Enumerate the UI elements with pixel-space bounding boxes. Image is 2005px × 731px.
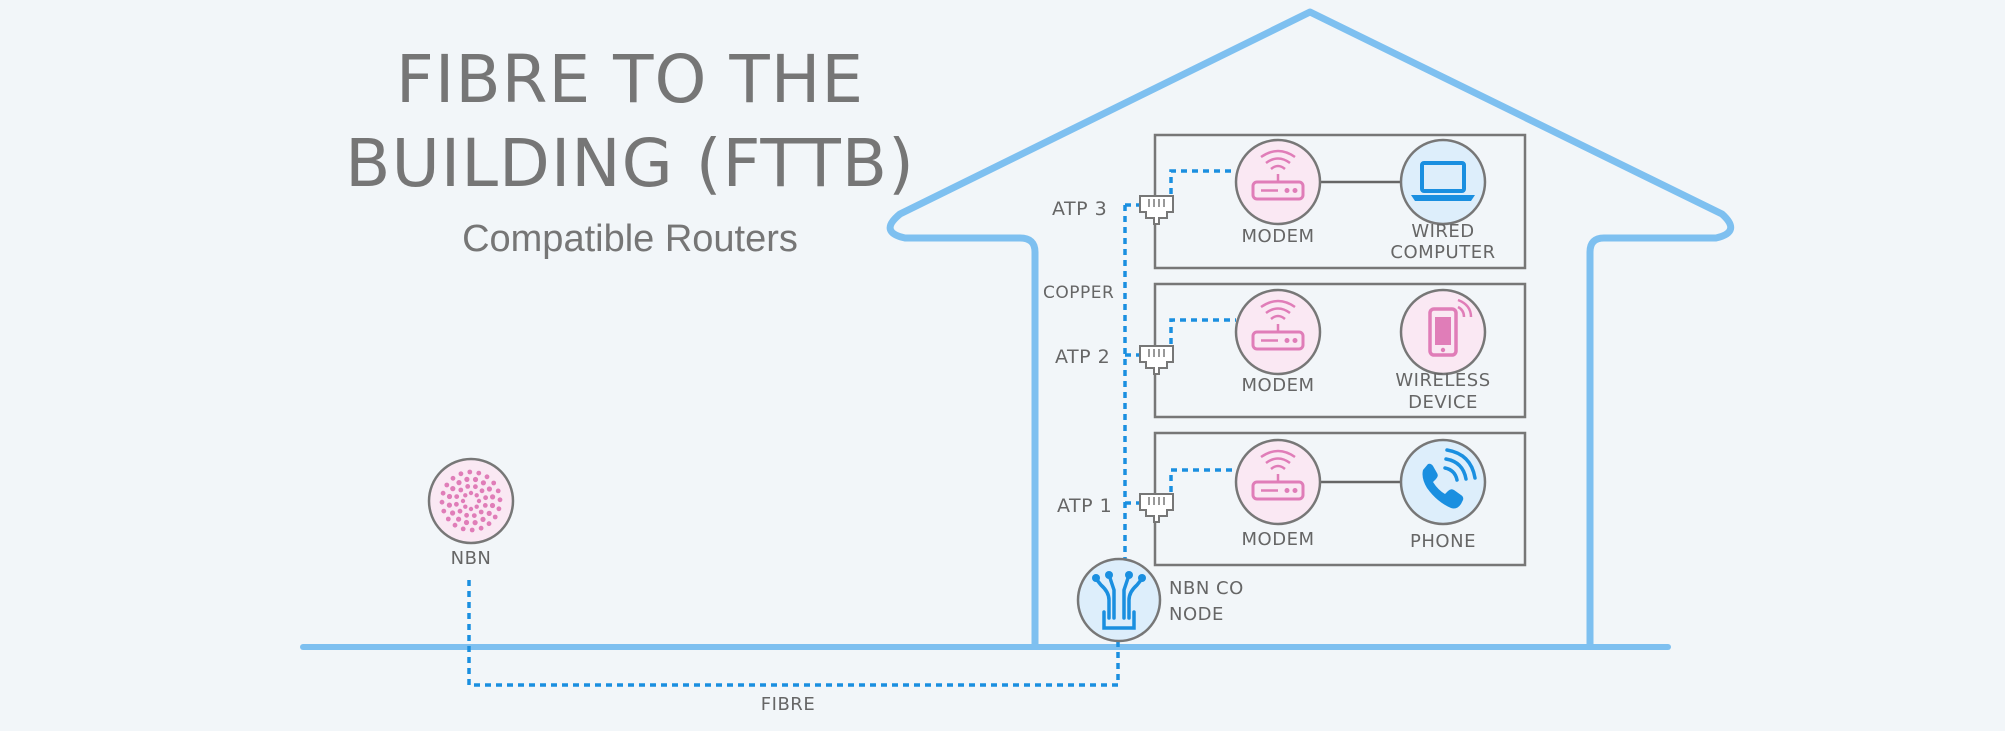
wireless-device-label-1: WIRELESS	[1395, 370, 1491, 391]
wireless-device-label-2: DEVICE	[1408, 392, 1478, 413]
modem-3-icon	[1234, 138, 1322, 226]
atp2-label: ATP 2	[1055, 346, 1111, 368]
page-subtitle: Compatible Routers	[462, 218, 798, 260]
wired-computer-label-1: WIRED	[1411, 221, 1475, 242]
telephone-icon	[1399, 438, 1487, 526]
modem-2-label: MODEM	[1241, 375, 1315, 396]
mobile-phone-icon	[1399, 288, 1487, 376]
nbn-co-node-label-1: NBN CO	[1169, 578, 1244, 599]
atp1-socket-icon	[1139, 493, 1174, 523]
copper-label: COPPER	[1043, 283, 1115, 303]
atp2-socket-icon	[1139, 345, 1174, 375]
atp3-label: ATP 3	[1052, 198, 1108, 220]
phone-label: PHONE	[1410, 531, 1476, 552]
modem-1-icon	[1234, 438, 1322, 526]
atp1-label: ATP 1	[1057, 495, 1113, 517]
fibre-path	[467, 580, 1120, 687]
wired-computer-label-2: COMPUTER	[1390, 242, 1496, 263]
nbn-label: NBN	[450, 548, 492, 569]
modem-1-label: MODEM	[1241, 529, 1315, 550]
house-outline	[886, 8, 1735, 649]
atp3-to-modem-line	[1169, 169, 1236, 194]
fibre-node-icon	[1076, 557, 1162, 643]
fibre-label: FIBRE	[760, 694, 816, 715]
modem-2-icon	[1234, 288, 1322, 376]
page-title-line-2: BUILDING (FTTB)	[345, 125, 915, 202]
atp3-socket-icon	[1139, 195, 1174, 225]
page-title-line-1: FIBRE TO THE	[395, 41, 865, 118]
atp1-to-modem-line	[1169, 468, 1236, 492]
laptop-icon	[1399, 138, 1487, 226]
nbn-co-node-label-2: NODE	[1169, 604, 1224, 625]
nbn-dots-icon	[427, 457, 515, 545]
modem-3-label: MODEM	[1241, 226, 1315, 247]
atp2-to-modem-line	[1169, 318, 1236, 344]
